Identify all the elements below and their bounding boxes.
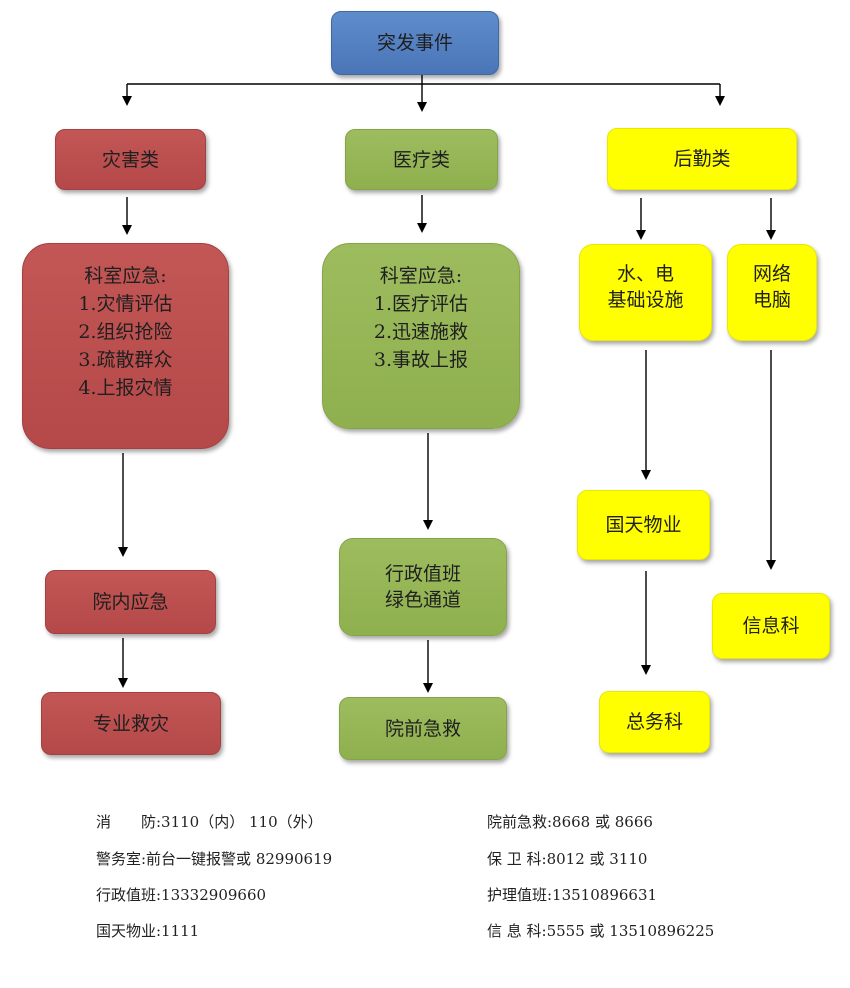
node-general-affairs: 总务科 <box>599 691 710 753</box>
node-disaster-label: 灾害类 <box>101 148 159 171</box>
contact-prehospital: 院前急救:8668 或 8666 <box>487 813 653 831</box>
node-logistics: 后勤类 <box>607 128 797 190</box>
node-water-power-label: 水、电 基础设施 <box>607 263 684 311</box>
node-logistics-label: 后勤类 <box>673 148 731 170</box>
node-medical: 医疗类 <box>345 129 498 190</box>
contact-security: 保 卫 科:8012 或 3110 <box>487 850 648 868</box>
node-hospital-emergency: 院内应急 <box>45 570 216 634</box>
node-info-dept: 信息科 <box>712 593 830 659</box>
node-disaster-dept-label: 科室应急: 1.灾情评估 2.组织抢险 3.疏散群众 4.上报灾情 <box>78 265 173 399</box>
node-network: 网络 电脑 <box>727 244 817 341</box>
node-medical-dept: 科室应急: 1.医疗评估 2.迅速施救 3.事故上报 <box>322 243 520 429</box>
contact-admin: 行政值班:13332909660 <box>96 886 267 904</box>
node-disaster-dept: 科室应急: 1.灾情评估 2.组织抢险 3.疏散群众 4.上报灾情 <box>22 243 229 449</box>
contact-nursing: 护理值班:13510896631 <box>487 886 658 904</box>
node-admin-green-label: 行政值班 绿色通道 <box>384 563 461 611</box>
node-medical-label: 医疗类 <box>392 148 450 171</box>
node-hospital-emergency-label: 院内应急 <box>92 591 169 613</box>
node-prehospital-label: 院前急救 <box>384 717 461 740</box>
node-network-label: 网络 电脑 <box>752 263 791 311</box>
node-medical-dept-label: 科室应急: 1.医疗评估 2.迅速施救 3.事故上报 <box>373 265 469 371</box>
node-general-affairs-label: 总务科 <box>625 711 683 733</box>
node-prehospital: 院前急救 <box>339 697 507 760</box>
node-water-power: 水、电 基础设施 <box>579 244 712 341</box>
node-guotian-label: 国天物业 <box>605 514 682 536</box>
node-admin-green: 行政值班 绿色通道 <box>339 538 507 636</box>
contact-info: 信 息 科:5555 或 13510896225 <box>487 922 715 940</box>
node-root-label: 突发事件 <box>376 32 453 54</box>
node-info-dept-label: 信息科 <box>742 615 800 637</box>
node-pro-rescue: 专业救灾 <box>41 692 221 755</box>
contact-police: 警务室:前台一键报警或 82990619 <box>96 850 333 868</box>
node-disaster: 灾害类 <box>55 129 206 190</box>
node-root: 突发事件 <box>331 11 499 75</box>
node-guotian: 国天物业 <box>577 490 710 560</box>
contact-guotian: 国天物业:1111 <box>96 922 200 940</box>
node-pro-rescue-label: 专业救灾 <box>92 712 169 735</box>
contact-fire: 消 防:3110（内） 110（外） <box>96 813 323 831</box>
